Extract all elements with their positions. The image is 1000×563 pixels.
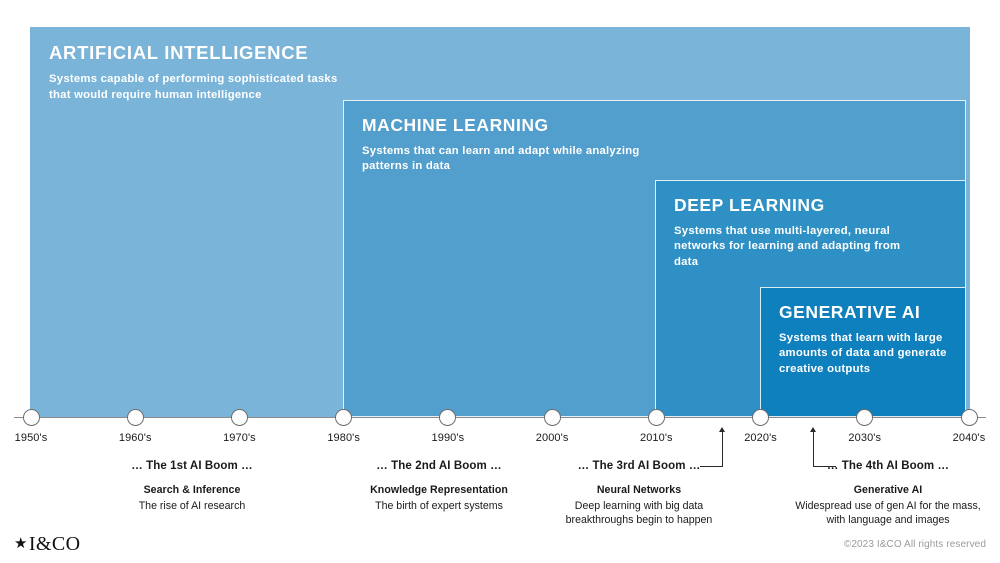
timeline-tick-label-1990s: 1990's bbox=[431, 432, 465, 444]
layer-title-deep-learning: DEEP LEARNING bbox=[674, 195, 825, 215]
star-icon: ★ bbox=[14, 536, 28, 552]
layer-title-machine-learning: MACHINE LEARNING bbox=[362, 115, 549, 135]
timeline-tick-2020s bbox=[752, 409, 770, 426]
arrow-up-icon bbox=[719, 427, 725, 432]
arrow-up-icon bbox=[810, 427, 816, 432]
timeline-tick-1950s bbox=[22, 409, 40, 426]
timeline-tick-label-2020s: 2020's bbox=[744, 432, 777, 444]
timeline-tick-label-1970s: 1970's bbox=[223, 432, 256, 444]
boom-title-3: … The 3rd AI Boom … bbox=[577, 460, 701, 472]
brand-logo-text: I&CO bbox=[28, 533, 81, 555]
timeline-tick-label-2040s: 2040's bbox=[952, 432, 986, 444]
timeline-tick-2040s bbox=[960, 409, 978, 426]
boom-callout-3: … The 3rd AI Boom … Neural Networks Deep… bbox=[524, 460, 754, 527]
timeline-tick-2000s bbox=[543, 409, 561, 426]
boom-body-1: The rise of AI research bbox=[138, 500, 246, 512]
layer-description-deep-learning: Systems that use multi-layered, neural n… bbox=[674, 224, 901, 268]
layer-title-artificial-intelligence: ARTIFICIAL INTELLIGENCE bbox=[49, 42, 309, 63]
boom-subtitle-3: Neural Networks bbox=[596, 484, 682, 496]
timeline-tick-label-1960s: 1960's bbox=[118, 432, 152, 444]
boom-callout-4: … The 4th AI Boom … Generative AI Widesp… bbox=[728, 460, 1000, 527]
connector-vertical-line bbox=[722, 432, 723, 467]
boom-title-1: … The 1st AI Boom … bbox=[131, 460, 253, 472]
boom-subtitle-1: Search & Inference bbox=[143, 484, 241, 496]
layer-description-machine-learning: Systems that can learn and adapt while a… bbox=[362, 144, 640, 173]
boom-callout-2: … The 2nd AI Boom … Knowledge Representa… bbox=[294, 460, 584, 513]
connector-vertical-line bbox=[813, 432, 814, 467]
layer-generative-ai: GENERATIVE AI Systems that learn with la… bbox=[760, 287, 966, 417]
boom-body-4: Widespread use of gen AI for the mass, w… bbox=[795, 500, 981, 527]
timeline-tick-label-2000s: 2000's bbox=[535, 432, 569, 444]
layer-description-artificial-intelligence: Systems capable of performing sophistica… bbox=[49, 72, 338, 101]
timeline-tick-label-2010s: 2010's bbox=[639, 432, 673, 444]
boom-subtitle-2: Knowledge Representation bbox=[370, 484, 508, 496]
boom-connector-4 bbox=[806, 427, 836, 467]
boom-body-3: Deep learning with big data breakthrough… bbox=[565, 500, 713, 527]
timeline-tick-2010s bbox=[647, 409, 665, 426]
boom-title-4: … The 4th AI Boom … bbox=[826, 460, 950, 472]
connector-horizontal-line bbox=[700, 466, 723, 467]
boom-subtitle-4: Generative AI bbox=[853, 484, 923, 496]
connector-horizontal-line bbox=[813, 466, 836, 467]
timeline-tick-1990s bbox=[439, 409, 457, 426]
boom-connector-3 bbox=[700, 427, 730, 467]
boom-body-2: The birth of expert systems bbox=[375, 500, 503, 512]
timeline-tick-1960s bbox=[126, 409, 144, 426]
timeline-tick-1970s bbox=[230, 409, 248, 426]
timeline-axis bbox=[14, 417, 986, 418]
timeline-tick-1980s bbox=[335, 409, 353, 426]
timeline-tick-label-2030s: 2030's bbox=[848, 432, 882, 444]
timeline-tick-label-1950s: 1950's bbox=[14, 432, 48, 444]
timeline-tick-label-1980s: 1980's bbox=[327, 432, 360, 444]
boom-title-2: … The 2nd AI Boom … bbox=[376, 460, 502, 472]
layer-title-generative-ai: GENERATIVE AI bbox=[779, 302, 921, 322]
copyright-text: ©2023 I&CO All rights reserved bbox=[843, 539, 986, 550]
brand-logo: ★ I&CO bbox=[14, 533, 80, 556]
boom-callout-1: … The 1st AI Boom … Search & Inference T… bbox=[42, 460, 342, 513]
layer-description-generative-ai: Systems that learn with large amounts of… bbox=[779, 331, 947, 375]
timeline-tick-2030s bbox=[856, 409, 874, 426]
